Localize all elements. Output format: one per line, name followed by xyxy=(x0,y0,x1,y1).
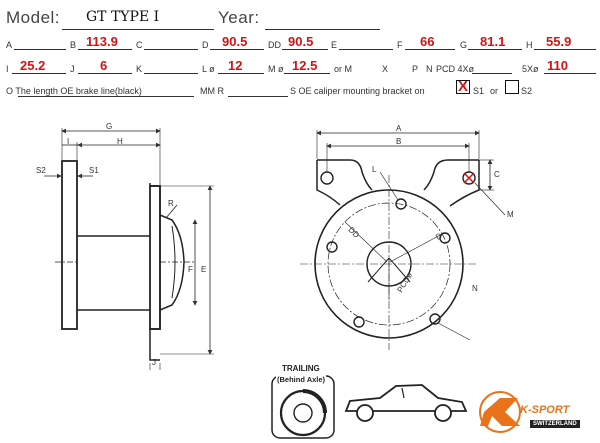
field-e-line xyxy=(339,49,393,50)
field-or-m-label: or M xyxy=(334,64,352,74)
field-dd-line xyxy=(282,49,328,50)
field-j-label: J xyxy=(70,64,75,74)
field-a-line xyxy=(14,49,66,50)
dim-j-label: J xyxy=(152,358,156,367)
field-l-value: 12 xyxy=(228,58,243,73)
model-underline xyxy=(62,29,214,30)
s2-marker-label: S2 xyxy=(36,166,46,175)
dim-c-label: C xyxy=(494,170,500,179)
field-h-label: H xyxy=(526,40,533,50)
field-5x-label: 5Xø xyxy=(522,64,539,74)
field-dd-label: DD xyxy=(268,40,281,50)
field-5x-value: 110 xyxy=(547,58,568,73)
field-j-value: 6 xyxy=(100,58,108,73)
field-k-line xyxy=(144,73,198,74)
dim-r-label: R xyxy=(168,199,174,208)
dim-a-label: A xyxy=(396,124,402,133)
field-b-value: 113.9 xyxy=(86,34,118,49)
model-value: GT TYPE I xyxy=(86,9,160,25)
field-b-label: B xyxy=(70,40,77,50)
field-l-line xyxy=(218,73,264,74)
car-illustration xyxy=(344,384,468,422)
dim-h-label: H xyxy=(117,137,123,146)
dim-f-label: F xyxy=(188,265,193,274)
dim-l-label: L xyxy=(372,165,377,174)
year-label: Year: xyxy=(218,8,260,27)
field-g-value: 81.1 xyxy=(480,34,506,49)
field-f-value: 66 xyxy=(420,34,435,49)
field-i-value: 25.2 xyxy=(20,58,46,73)
trailing-badge xyxy=(271,375,335,439)
field-k-label: K xyxy=(136,64,143,74)
behind-axle-label: (Behind Axle) xyxy=(276,375,327,384)
field-b-line xyxy=(78,49,132,50)
field-dd-value: 90.5 xyxy=(288,34,314,49)
field-f-line xyxy=(405,49,455,50)
dim-n-label: N xyxy=(472,284,478,293)
model-label: Model: xyxy=(6,8,61,27)
field-i-line xyxy=(12,73,66,74)
field-l-label: L ø xyxy=(202,64,215,74)
field-x-label: X xyxy=(382,64,389,74)
s2-checkbox[interactable] xyxy=(505,80,519,94)
field-n-label: N xyxy=(426,64,433,74)
dim-b-label: B xyxy=(396,137,402,146)
field-e-label: E xyxy=(331,40,338,50)
s1-checkbox[interactable]: X xyxy=(456,78,470,95)
field-f-label: F xyxy=(397,40,403,50)
field-m-value: 12.5 xyxy=(292,58,318,73)
field-pcd-line xyxy=(472,73,512,74)
field-g-label: G xyxy=(460,40,468,50)
field-m-line xyxy=(284,73,330,74)
field-a-label: A xyxy=(6,40,13,50)
field-mm-r-label: MM R xyxy=(200,86,224,96)
s1-marker-label: S1 xyxy=(89,166,99,175)
field-d-value: 90.5 xyxy=(222,34,248,49)
field-r-line xyxy=(228,96,288,97)
s2-label: S2 xyxy=(521,86,533,96)
field-h-value: 55.9 xyxy=(546,34,572,49)
field-m-label: M ø xyxy=(268,64,284,74)
field-j-line xyxy=(78,73,132,74)
field-o-line xyxy=(18,96,194,97)
field-s-label: S OE caliper mounting bracket on xyxy=(290,86,425,96)
front-view xyxy=(300,130,506,350)
trailing-label: TRAILING xyxy=(282,364,320,373)
field-c-line xyxy=(144,49,198,50)
field-g-line xyxy=(468,49,522,50)
ksport-logo-mark xyxy=(479,391,521,433)
s1-check-mark: X xyxy=(458,78,469,95)
dim-i-label: I xyxy=(67,137,70,146)
field-h-line xyxy=(534,49,596,50)
dim-e-label: E xyxy=(201,265,207,274)
or-label: or xyxy=(490,86,499,96)
field-i-label: I xyxy=(6,64,9,74)
field-p-label: P xyxy=(412,64,419,74)
side-view xyxy=(44,128,214,370)
dim-m-label: M xyxy=(507,210,514,219)
field-5x-line xyxy=(544,73,596,74)
dim-g-label: G xyxy=(106,122,113,131)
ksport-sub: SWITZERLAND xyxy=(530,420,580,428)
field-c-label: C xyxy=(136,40,143,50)
s1-label: S1 xyxy=(473,86,485,96)
field-d-label: D xyxy=(202,40,209,50)
ksport-brand: K-SPORT xyxy=(520,404,570,416)
field-o-label: O The length OE brake line(black) xyxy=(6,86,142,96)
field-pcd-label: PCD 4Xø xyxy=(436,64,475,74)
year-underline xyxy=(265,29,380,30)
field-d-line xyxy=(210,49,264,50)
